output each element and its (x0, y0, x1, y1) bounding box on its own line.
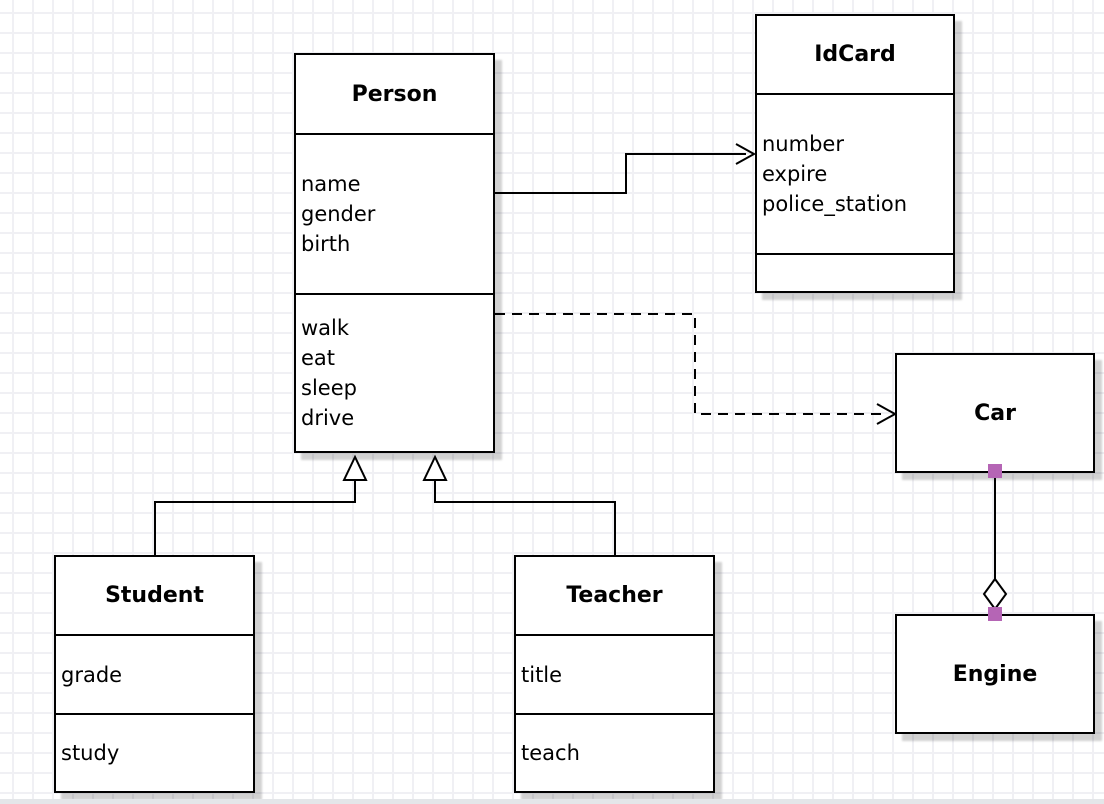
hollow-triangle-arrowhead-icon (342, 454, 368, 481)
edge-dependency-person-car[interactable] (495, 313, 898, 425)
edge-association-person-idcard[interactable] (495, 143, 757, 194)
edge-generalization-teacher-person[interactable] (422, 454, 616, 556)
attribute-line: expire (762, 162, 828, 186)
class-person[interactable]: Person name gender birth walk eat sleep … (294, 53, 495, 453)
method-line: study (61, 741, 120, 765)
attribute-line: title (521, 662, 563, 687)
hollow-diamond-icon (982, 577, 1008, 611)
class-person-methods: walk eat sleep drive (296, 293, 493, 451)
attribute-line: name (301, 172, 361, 196)
class-car-title: Car (974, 400, 1016, 426)
class-teacher-title: Teacher (566, 583, 663, 608)
class-teacher-methods: teach (516, 713, 713, 791)
class-student-title: Student (105, 583, 204, 608)
hollow-triangle-arrowhead-icon (422, 454, 448, 481)
class-student-attributes: grade (56, 634, 253, 713)
class-student-methods: study (56, 713, 253, 791)
class-person-title: Person (351, 81, 438, 107)
edge-generalization-student-person[interactable] (154, 454, 368, 556)
class-idcard[interactable]: IdCard number expire police_station (755, 14, 955, 293)
method-line: walk (301, 316, 350, 340)
class-idcard-title: IdCard (814, 42, 896, 67)
attribute-line: birth (301, 232, 351, 256)
attribute-line: grade (61, 662, 123, 687)
attribute-line: number (762, 132, 844, 156)
open-arrowhead-icon (735, 143, 757, 165)
method-line: teach (521, 741, 580, 765)
method-line: eat (301, 346, 336, 370)
class-engine[interactable]: Engine (895, 614, 1095, 734)
class-idcard-attributes: number expire police_station (757, 93, 953, 253)
method-line: sleep (301, 376, 357, 400)
class-idcard-methods (757, 253, 953, 291)
open-arrowhead-icon (876, 403, 898, 425)
attribute-line: gender (301, 202, 376, 226)
method-line: drive (301, 406, 355, 430)
class-person-attributes: name gender birth (296, 133, 493, 293)
class-car[interactable]: Car (895, 353, 1095, 473)
canvas-bottom-edge (0, 799, 1104, 804)
class-student[interactable]: Student grade study (54, 555, 255, 793)
attribute-line: police_station (762, 192, 908, 216)
class-teacher[interactable]: Teacher title teach (514, 555, 715, 793)
class-engine-title: Engine (952, 661, 1038, 687)
class-teacher-attributes: title (516, 634, 713, 713)
edge-aggregation-car-engine[interactable] (982, 464, 1008, 621)
